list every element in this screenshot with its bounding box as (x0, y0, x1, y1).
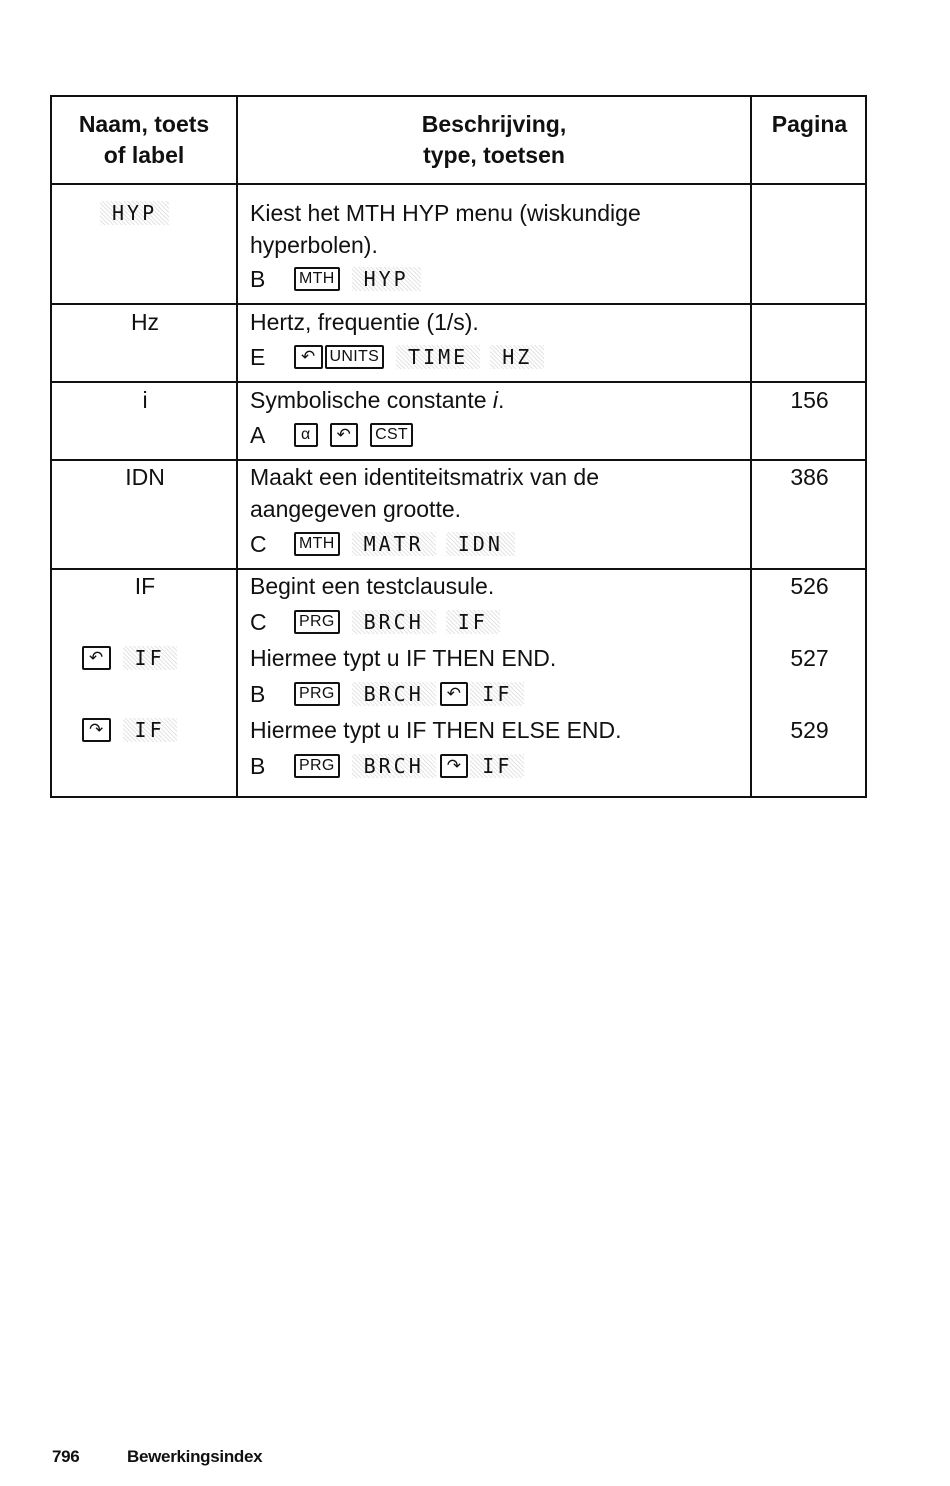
row-if-then-end-description: Hiermee typt u IF THEN END. (250, 645, 557, 671)
type-letter: C (250, 530, 267, 557)
key-mth: MTH (294, 532, 340, 556)
menu-key-brch: BRCH (351, 682, 436, 706)
menu-key-hyp: HYP (351, 267, 421, 291)
page-footer: 796 Bewerkingsindex (52, 1447, 263, 1467)
key-prg: PRG (294, 754, 340, 778)
alpha-icon: α (294, 423, 318, 447)
row-if-description: Begint een testclausule. (250, 573, 495, 599)
row-i-keys: A α ↶ CST (250, 419, 425, 451)
row-hyp-name: HYP (100, 197, 179, 229)
header-page-column: Pagina (752, 109, 867, 140)
operations-index-table: Naam, toets of label Beschrijving, type,… (50, 95, 867, 798)
row-if-then-else-end-keys: B PRG BRCH ↷ IF (250, 750, 534, 782)
description-italic: i (492, 387, 499, 413)
column-divider (750, 97, 752, 796)
row-if-keys: C PRG BRCH IF (250, 606, 510, 638)
header-description-column: Beschrijving, type, toetsen (238, 109, 750, 171)
menu-key-hz: HZ (490, 345, 545, 369)
menu-label-key: IF (122, 646, 177, 670)
type-letter: B (250, 680, 266, 707)
header-description-line2: type, toetsen (423, 142, 565, 168)
header-name-column: Naam, toets of label (52, 109, 236, 171)
row-hyp-description-line2: hyperbolen). (250, 232, 378, 258)
row-if-then-else-end-name: ↷ IF (82, 714, 187, 746)
description-end: . (498, 387, 505, 413)
row-idn-description-line2: aangegeven grootte. (250, 496, 462, 522)
row-if-then-else-end-description: Hiermee typt u IF THEN ELSE END. (250, 717, 622, 743)
row-hz-description: Hertz, frequentie (1/s). (250, 309, 479, 335)
left-shift-arrow-icon: ↶ (82, 646, 111, 670)
menu-key-if: IF (470, 754, 525, 778)
header-name-line1: Naam, toets (78, 111, 210, 137)
right-shift-arrow-icon: ↷ (82, 718, 111, 742)
row-idn-keys: C MTH MATR IDN (250, 528, 525, 560)
row-divider (52, 459, 865, 461)
row-if-then-end-page: 527 (790, 645, 829, 671)
row-if-name: IF (134, 573, 156, 599)
row-if-then-end-name: ↶ IF (82, 642, 187, 674)
type-letter: E (250, 343, 266, 370)
menu-key-idn: IDN (445, 532, 515, 556)
menu-key-time: TIME (396, 345, 481, 369)
key-prg: PRG (294, 682, 340, 706)
row-i-page: 156 (790, 387, 829, 413)
key-prg: PRG (294, 610, 340, 634)
key-units: UNITS (324, 345, 385, 369)
left-shift-arrow-icon: ↶ (329, 423, 359, 447)
type-letter: B (250, 752, 266, 779)
row-divider (52, 303, 865, 305)
description-text: Symbolische constante (250, 387, 493, 413)
header-page: Pagina (771, 111, 848, 137)
row-divider (52, 568, 865, 570)
footer-section-title: Bewerkingsindex (127, 1447, 263, 1466)
menu-key-matr: MATR (351, 532, 436, 556)
menu-label-key: IF (122, 718, 177, 742)
row-hyp-description-line1: Kiest het MTH HYP menu (wiskundige (250, 200, 641, 226)
type-letter: B (250, 265, 266, 292)
right-shift-arrow-icon: ↷ (439, 754, 469, 778)
header-description-line1: Beschrijving, (421, 111, 567, 137)
row-idn-page: 386 (790, 464, 829, 490)
header-divider (52, 183, 865, 185)
menu-key-if: IF (470, 682, 525, 706)
row-if-then-else-end-page: 529 (790, 717, 829, 743)
left-shift-arrow-icon: ↶ (439, 682, 469, 706)
row-idn-name: IDN (125, 464, 165, 490)
menu-key-brch: BRCH (351, 754, 436, 778)
key-cst: CST (370, 423, 414, 447)
menu-label-key: HYP (100, 201, 170, 225)
menu-key-if: IF (445, 610, 500, 634)
header-name-line2: of label (103, 142, 185, 168)
row-i-description: Symbolische constante i. (250, 384, 504, 416)
left-shift-arrow-icon: ↶ (294, 345, 323, 369)
menu-key-brch: BRCH (351, 610, 436, 634)
column-divider (236, 97, 238, 796)
row-hz-name: Hz (130, 309, 160, 335)
row-idn-description-line1: Maakt een identiteitsmatrix van de (250, 464, 600, 490)
row-hz-keys: E ↶ UNITS TIME HZ (250, 341, 554, 373)
row-if-then-end-keys: B PRG BRCH ↶ IF (250, 678, 534, 710)
type-letter: C (250, 608, 267, 635)
type-letter: A (250, 421, 266, 448)
footer-page-number: 796 (52, 1447, 80, 1466)
row-if-page: 526 (790, 573, 829, 599)
row-divider (52, 381, 865, 383)
row-i-name: i (142, 387, 148, 413)
key-mth: MTH (294, 267, 340, 291)
row-hyp-keys: B MTH HYP (250, 263, 431, 295)
